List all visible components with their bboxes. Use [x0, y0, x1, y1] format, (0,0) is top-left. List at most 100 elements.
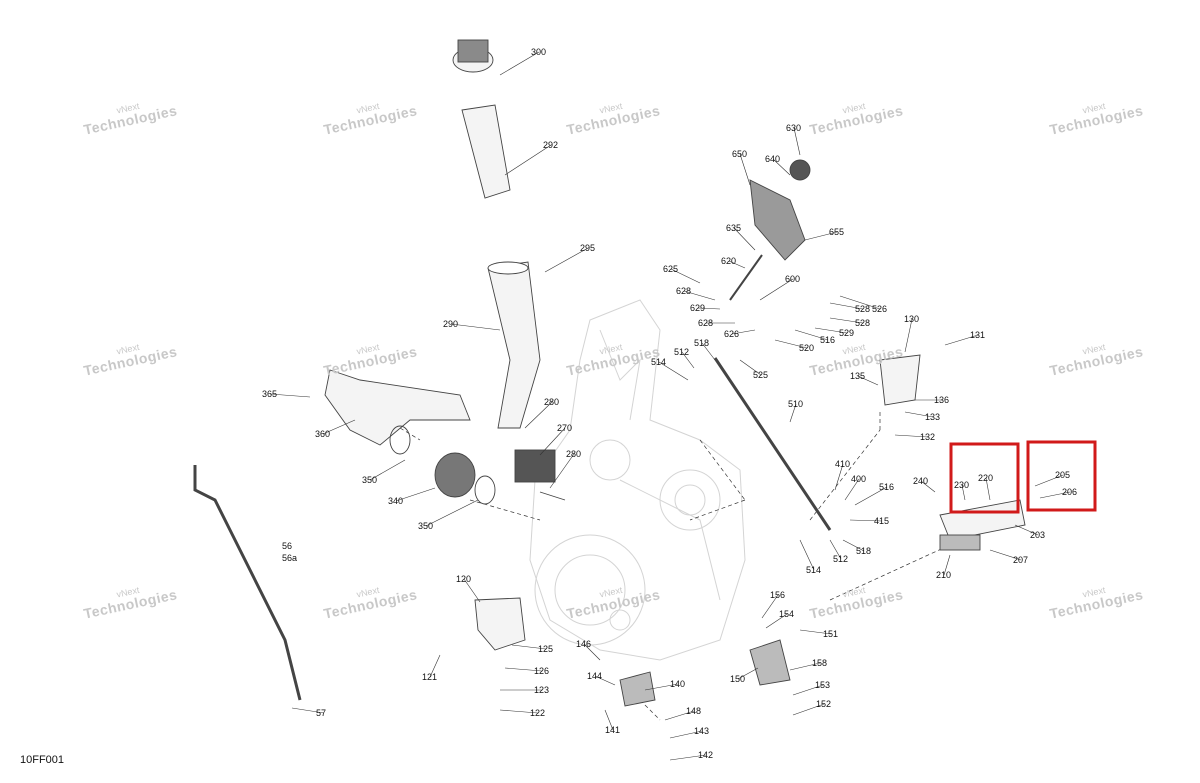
part-number-label: 135: [850, 371, 865, 381]
leader-line: [799, 629, 832, 635]
leader-line: [904, 318, 913, 353]
part-number-label: 628: [698, 318, 713, 328]
leader-line: [670, 268, 701, 284]
part-labels: 3002922952903653603503403502802702805656…: [262, 47, 1077, 761]
leader-line: [669, 730, 703, 739]
leader-line: [829, 317, 864, 324]
leader-line: [737, 667, 759, 680]
leader-line: [789, 662, 821, 671]
part-number-label: 410: [835, 459, 850, 469]
part-number-label: 220: [978, 473, 993, 483]
part-number-label: 400: [851, 474, 866, 484]
part-number-label: 280: [566, 449, 581, 459]
leader-line: [524, 401, 553, 429]
leader-line: [804, 231, 838, 241]
leader-line: [429, 654, 441, 678]
part-number-label: 126: [534, 666, 549, 676]
part-number-label: 350: [418, 521, 433, 531]
part-number-label: 140: [670, 679, 685, 689]
part-number-label: 518: [856, 546, 871, 556]
leader-line: [1034, 474, 1064, 487]
leader-line: [269, 393, 311, 398]
part-number-label: 528: [855, 318, 870, 328]
leader-line: [701, 342, 716, 361]
part-number-label: 123: [534, 685, 549, 695]
part-number-label: 158: [812, 658, 827, 668]
leader-line: [683, 290, 716, 301]
part-number-label: 628: [676, 286, 691, 296]
leader-line: [792, 703, 825, 716]
part-number-label: 121: [422, 672, 437, 682]
part-number-label: 146: [576, 639, 591, 649]
leader-line: [463, 578, 481, 603]
leader-line: [644, 683, 679, 691]
part-number-label: 635: [726, 223, 741, 233]
part-number-label: 132: [920, 432, 935, 442]
leader-line: [961, 484, 966, 501]
part-number-label: 528: [855, 304, 870, 314]
part-number-label: 156: [770, 590, 785, 600]
leader-line: [772, 158, 791, 176]
leader-line: [731, 329, 756, 335]
parts: [193, 39, 1026, 707]
part-number-label: 125: [538, 644, 553, 654]
leader-line: [849, 519, 883, 522]
leader-line: [774, 339, 808, 349]
part-number-label: 516: [820, 335, 835, 345]
leader-line: [499, 51, 540, 76]
leader-line: [594, 675, 616, 686]
leader-line: [799, 539, 815, 571]
part-number-label: 516: [879, 482, 894, 492]
part-number-label: 620: [721, 256, 736, 266]
leader-line: [733, 227, 756, 251]
part-number-label: 360: [315, 429, 330, 439]
leader-line: [291, 707, 325, 714]
leader-line: [369, 459, 406, 481]
part-number-label: 230: [954, 480, 969, 490]
part-number-label: 120: [456, 574, 471, 584]
part-number-label: 529: [839, 328, 854, 338]
part-number-label: 526: [872, 304, 887, 314]
part-number-label: 630: [786, 123, 801, 133]
leader-line: [395, 487, 436, 502]
leader-line: [539, 427, 566, 456]
leader-line: [504, 667, 543, 672]
part-number-label: 133: [925, 412, 940, 422]
part-number-label: 122: [530, 708, 545, 718]
part-number-label: 520: [799, 343, 814, 353]
part-number-label: 300: [531, 47, 546, 57]
part-number-label: 514: [806, 565, 821, 575]
part-number-label: 210: [936, 570, 951, 580]
leader-line: [697, 307, 721, 310]
leader-line: [664, 710, 695, 721]
leader-line: [989, 549, 1022, 561]
part-number-label: 512: [833, 554, 848, 564]
part-number-label: 629: [690, 303, 705, 313]
part-number-label: 136: [934, 395, 949, 405]
leader-line: [425, 499, 479, 527]
leader-line: [759, 278, 794, 301]
part-number-label: 154: [779, 609, 794, 619]
part-number-label: 131: [970, 330, 985, 340]
part-number-label: 206: [1062, 487, 1077, 497]
part-number-label: 240: [913, 476, 928, 486]
leader-line: [739, 153, 751, 186]
part-number-label: 415: [874, 516, 889, 526]
leader-line: [583, 643, 601, 661]
leader-line: [681, 351, 695, 369]
highlight-box-205: [1026, 440, 1097, 512]
part-number-label: 142: [698, 750, 713, 760]
part-number-label: 57: [316, 708, 326, 718]
leader-line: [829, 302, 864, 310]
part-number-label: 650: [732, 149, 747, 159]
part-number-label: 625: [663, 264, 678, 274]
leader-line: [794, 329, 829, 341]
part-number-label: 151: [823, 629, 838, 639]
leader-line: [814, 327, 848, 334]
part-number-label: 153: [815, 680, 830, 690]
leader-line: [943, 554, 951, 576]
part-number-label: 626: [724, 329, 739, 339]
leader-line: [1014, 524, 1039, 536]
